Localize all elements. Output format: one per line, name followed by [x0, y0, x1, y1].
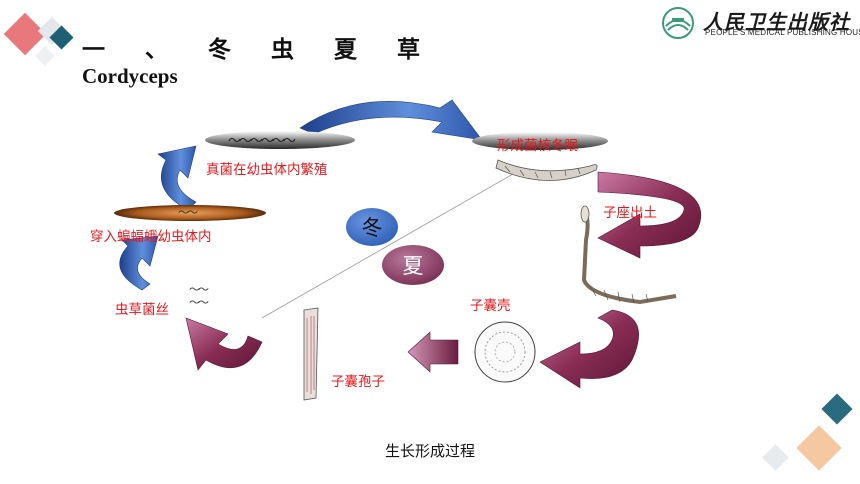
sclerotium-body — [495, 159, 598, 181]
larva-top — [205, 131, 355, 149]
publisher-name-en: PEOPLE'S MEDICAL PUBLISHING HOUSE — [705, 28, 860, 37]
arrow-up-left-lower — [119, 235, 159, 291]
perithecium-specimen — [474, 321, 536, 383]
arrow-to-ascospore — [407, 331, 459, 373]
arrow-to-stroma — [597, 171, 702, 259]
figure-caption: 生长形成过程 — [384, 442, 475, 460]
page-subtitle: Cordyceps — [82, 64, 178, 88]
stage-enter-larva: 穿入蝙蝠蛾幼虫体内 — [90, 229, 212, 245]
arrow-up-left-upper — [157, 145, 197, 211]
arrow-to-perithecium — [539, 309, 639, 389]
larva-brown-waves: ～～ — [178, 206, 198, 219]
summer-circle — [382, 245, 444, 285]
publisher-name: 人民卫生出版社 — [703, 10, 850, 34]
stage-hyphae: 虫草菌丝 — [115, 302, 169, 318]
publisher-logo-icon — [662, 7, 694, 39]
stage-stroma: 子座出土 — [603, 205, 657, 221]
hyphae-waves: ～～～～ — [189, 283, 209, 309]
stage-fungus-in-larva: 真菌在幼虫体内繁殖 — [206, 162, 328, 178]
season-divider-line — [261, 169, 521, 319]
stage-ascospore: 子囊孢子 — [331, 374, 385, 390]
larva-top-waves: ～～～～～～ — [228, 134, 296, 149]
stage-perithecium: 子囊壳 — [470, 298, 511, 314]
arrow-to-hyphae — [185, 317, 263, 371]
sclerotium-top — [472, 132, 608, 150]
stage-sclerotium: 形成菌核冬眠 — [497, 138, 578, 154]
season-winter-label: 冬 — [361, 216, 383, 240]
winter-circle — [346, 208, 398, 246]
page-title: 一 、 冬 虫 夏 草 — [82, 37, 437, 63]
season-summer-label: 夏 — [402, 254, 424, 278]
larva-brown — [114, 205, 266, 221]
